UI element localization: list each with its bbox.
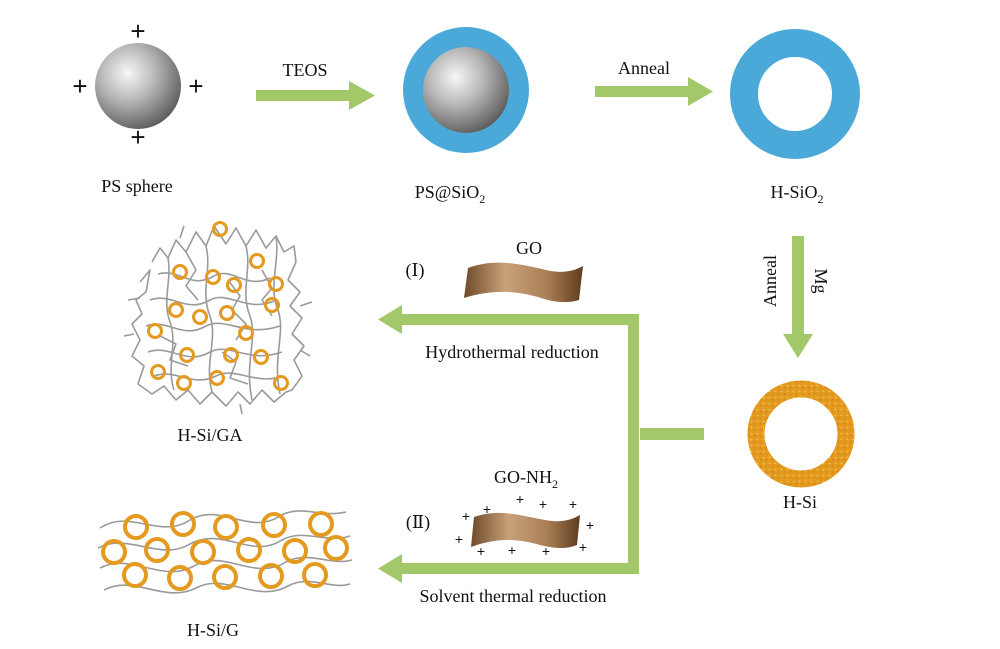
go-nh2-sheet <box>471 512 580 549</box>
plus-charge: + <box>483 501 491 517</box>
graphene-sheets <box>97 510 353 594</box>
mg-label: Mg <box>811 268 831 293</box>
route-2-process: Solvent thermal reduction <box>420 586 607 606</box>
plus-charge: + <box>569 496 577 512</box>
plus-charge: + <box>516 491 524 507</box>
h-si-shell <box>747 380 855 488</box>
ps-sio2-particle <box>403 27 529 153</box>
ps-sio2-label-sub: 2 <box>479 192 485 206</box>
route-2-reagent-main: GO-NH <box>494 467 552 487</box>
route-2-reagent-sub: 2 <box>552 477 558 491</box>
teos-label: TEOS <box>283 60 328 80</box>
plus-charge: + <box>477 543 485 559</box>
arrow-route-2 <box>378 554 639 583</box>
plus-charge-left: + <box>72 71 87 101</box>
product-1-label: H-Si/GA <box>177 425 242 445</box>
route-1-reagent: GO <box>516 238 542 258</box>
h-sio2-label-sub: 2 <box>818 192 824 206</box>
h-si-label: H-Si <box>783 492 817 512</box>
go-nh2-charges: + + + + + + + + + + + <box>455 491 594 559</box>
plus-charge: + <box>455 531 463 547</box>
h-si-ga-aerogel <box>123 221 313 415</box>
anneal-top-label: Anneal <box>618 58 670 78</box>
ps-sphere <box>95 43 181 129</box>
plus-charge: + <box>508 542 516 558</box>
plus-charge: + <box>586 517 594 533</box>
route-1-roman: (Ⅰ) <box>405 260 424 281</box>
arrow-route-1 <box>378 305 639 334</box>
product-2-label: H-Si/G <box>187 620 239 640</box>
si-particles-g <box>101 511 349 591</box>
h-sio2-label: H-SiO2 <box>770 182 823 206</box>
ps-sio2-label: PS@SiO2 <box>415 182 486 206</box>
plus-charge: + <box>542 543 550 559</box>
arrow-teos <box>256 81 375 110</box>
arrow-anneal-mg <box>783 236 813 358</box>
anneal-vertical-label: Anneal <box>760 255 780 307</box>
go-sheet <box>464 262 583 303</box>
graphene-network <box>123 225 313 415</box>
route-2-roman: (Ⅱ) <box>406 512 430 533</box>
plus-charge-top: + <box>130 16 145 46</box>
plus-charge: + <box>579 539 587 555</box>
branch-connector <box>628 315 704 573</box>
ps-sio2-label-main: PS@SiO <box>415 182 480 202</box>
plus-charge: + <box>462 508 470 524</box>
route-2-reagent: GO-NH2 <box>494 467 558 491</box>
route-1-process: Hydrothermal reduction <box>425 342 598 362</box>
h-si-g-composite <box>97 510 353 594</box>
plus-charge: + <box>539 496 547 512</box>
plus-charge-right: + <box>188 71 203 101</box>
ps-sphere-label: PS sphere <box>101 176 173 196</box>
h-sio2-shell <box>730 29 860 159</box>
plus-charge-bottom: + <box>130 122 145 152</box>
arrow-anneal-top <box>595 77 713 106</box>
si-particles <box>147 221 289 391</box>
h-sio2-label-main: H-SiO <box>770 182 817 202</box>
